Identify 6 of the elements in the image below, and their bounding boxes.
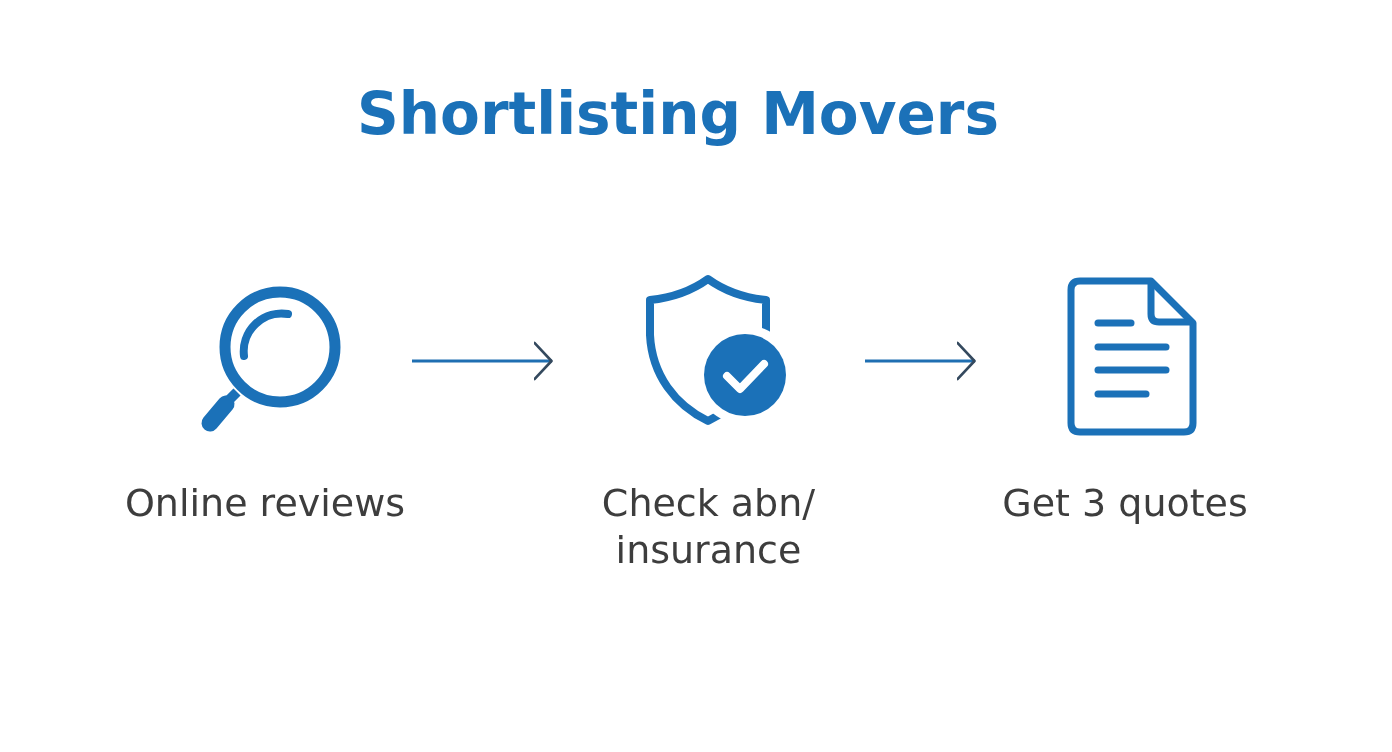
step-label: Get 3 quotes xyxy=(1001,480,1249,527)
arrow xyxy=(865,341,976,381)
step-label: Check abn/ insurance xyxy=(600,480,817,574)
title: Shortlisting Movers xyxy=(357,80,999,150)
arrow xyxy=(412,341,553,381)
step-label: Online reviews xyxy=(123,480,407,527)
